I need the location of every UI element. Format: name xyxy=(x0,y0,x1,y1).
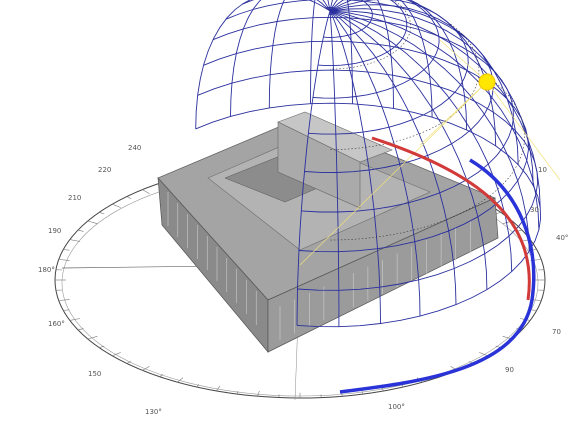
compass-label: 40° xyxy=(556,234,568,242)
compass-tick xyxy=(142,366,150,371)
compass-label: 180° xyxy=(38,266,55,274)
compass-label: 30 xyxy=(530,206,539,214)
compass-label: 70 xyxy=(552,328,561,336)
dome-parallel xyxy=(323,0,373,38)
compass-tick xyxy=(58,299,70,301)
dome-parallel xyxy=(317,0,408,67)
compass-label: 130° xyxy=(145,408,162,416)
compass-labels: 240 220 210 190 180° 160° 150 130° 100° … xyxy=(38,144,568,416)
compass-label: 240 xyxy=(128,144,141,152)
dome-parallel xyxy=(212,16,514,213)
sun-path-summer xyxy=(371,136,531,301)
dome-parallel xyxy=(241,0,469,135)
compass-tick xyxy=(495,212,501,215)
compass-tick xyxy=(320,394,322,398)
compass-tick xyxy=(77,229,84,232)
dome-meridian xyxy=(310,0,331,104)
dome-meridian xyxy=(296,10,331,326)
dome-meridian xyxy=(329,0,468,130)
compass-tick xyxy=(99,345,105,348)
compass-tick xyxy=(196,384,200,388)
dome-guide-dotted xyxy=(329,23,480,150)
compass-tick xyxy=(69,318,81,321)
sun-marker xyxy=(478,73,496,91)
compass-tick xyxy=(63,249,70,251)
compass-tick xyxy=(177,377,184,383)
compass-tick xyxy=(112,352,121,357)
compass-label: 100° xyxy=(388,403,405,411)
compass-tick xyxy=(479,352,488,357)
sun-rays xyxy=(299,39,561,266)
dome-meridian xyxy=(329,4,519,165)
dome-guide-dotted xyxy=(329,75,525,241)
compass-tick xyxy=(159,373,164,377)
compass-tick xyxy=(361,390,364,395)
dome-parallel xyxy=(203,40,529,253)
compass-tick xyxy=(257,390,260,397)
tower-face xyxy=(277,121,361,209)
compass-ticks xyxy=(55,162,545,398)
compass-tick xyxy=(112,203,121,208)
dome-meridian xyxy=(268,0,331,108)
dome-meridian xyxy=(329,10,488,290)
compass-tick xyxy=(530,309,537,311)
compass-tick xyxy=(126,196,132,199)
dome-meridian xyxy=(329,0,353,104)
dome-meridian xyxy=(195,0,331,129)
dome-guide-dotted xyxy=(329,0,411,70)
building-side-face xyxy=(267,197,499,353)
sun-path-winter xyxy=(339,158,536,394)
dome-parallel xyxy=(325,6,338,15)
building-model xyxy=(157,111,499,353)
compass-label: 210 xyxy=(68,194,81,202)
compass-label: 160° xyxy=(48,320,65,328)
compass-tick xyxy=(63,309,70,311)
compass-tick xyxy=(87,336,98,340)
compass-label: 10 xyxy=(538,166,547,174)
compass-label: 190 xyxy=(48,227,61,235)
dome-parallel xyxy=(225,0,494,173)
compass-label: 150 xyxy=(88,370,101,378)
dome-meridian xyxy=(329,0,497,146)
dome-meridian xyxy=(329,10,541,208)
compass-tick xyxy=(126,361,132,364)
compass-tick xyxy=(236,390,239,395)
compass-tick xyxy=(87,220,98,224)
compass-tick xyxy=(69,239,81,242)
compass-label: 90 xyxy=(505,366,514,374)
dome-meridian xyxy=(329,10,457,305)
dome-parallel xyxy=(195,102,542,328)
dome-meridian xyxy=(329,10,340,327)
compass-tick xyxy=(142,189,150,194)
compass-tick xyxy=(99,212,105,215)
sky-dome-grid xyxy=(195,0,542,328)
compass-tick xyxy=(77,328,84,331)
dome-meridian xyxy=(329,10,530,252)
compass-tick xyxy=(58,259,70,261)
facade-windows xyxy=(167,192,471,340)
compass-tick xyxy=(215,385,221,392)
compass-tick xyxy=(278,394,280,398)
dome-meridian xyxy=(230,0,331,117)
dome-meridian xyxy=(329,0,394,109)
dome-parallel xyxy=(197,69,538,291)
dome-parallel xyxy=(312,0,440,99)
compass-label: 220 xyxy=(98,166,111,174)
